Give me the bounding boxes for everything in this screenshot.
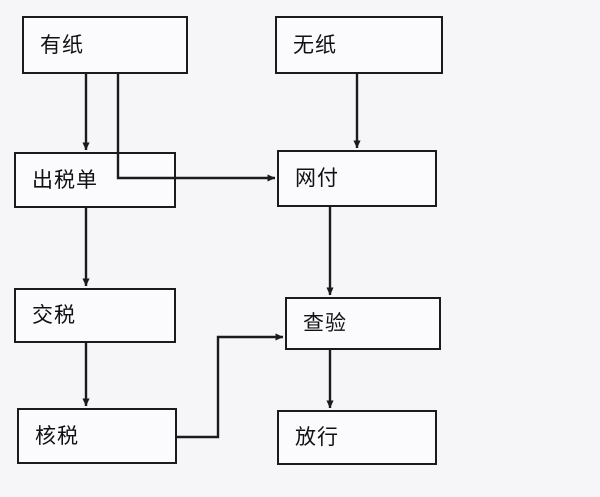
node-online-pay[interactable]: 网付 — [277, 150, 437, 207]
node-paperless[interactable]: 无纸 — [275, 16, 443, 74]
edge-paper-to-online-pay — [116, 74, 276, 182]
node-inspect-label: 查验 — [303, 311, 347, 335]
node-pay-tax[interactable]: 交税 — [14, 288, 176, 343]
node-inspect[interactable]: 查验 — [285, 297, 441, 350]
node-pay-tax-label: 交税 — [32, 303, 76, 327]
node-tax-bill-label: 出税单 — [32, 167, 98, 192]
node-paperless-label: 无纸 — [293, 32, 337, 57]
node-verify-tax-label: 核税 — [35, 423, 79, 448]
node-verify-tax[interactable]: 核税 — [17, 408, 177, 464]
edge-verify-tax-to-inspect — [177, 333, 284, 439]
node-tax-bill[interactable]: 出税单 — [14, 152, 176, 208]
node-online-pay-label: 网付 — [295, 166, 339, 190]
node-release[interactable]: 放行 — [277, 410, 437, 465]
node-release-label: 放行 — [295, 425, 339, 449]
node-paper[interactable]: 有纸 — [22, 16, 188, 74]
node-paper-label: 有纸 — [40, 32, 84, 57]
